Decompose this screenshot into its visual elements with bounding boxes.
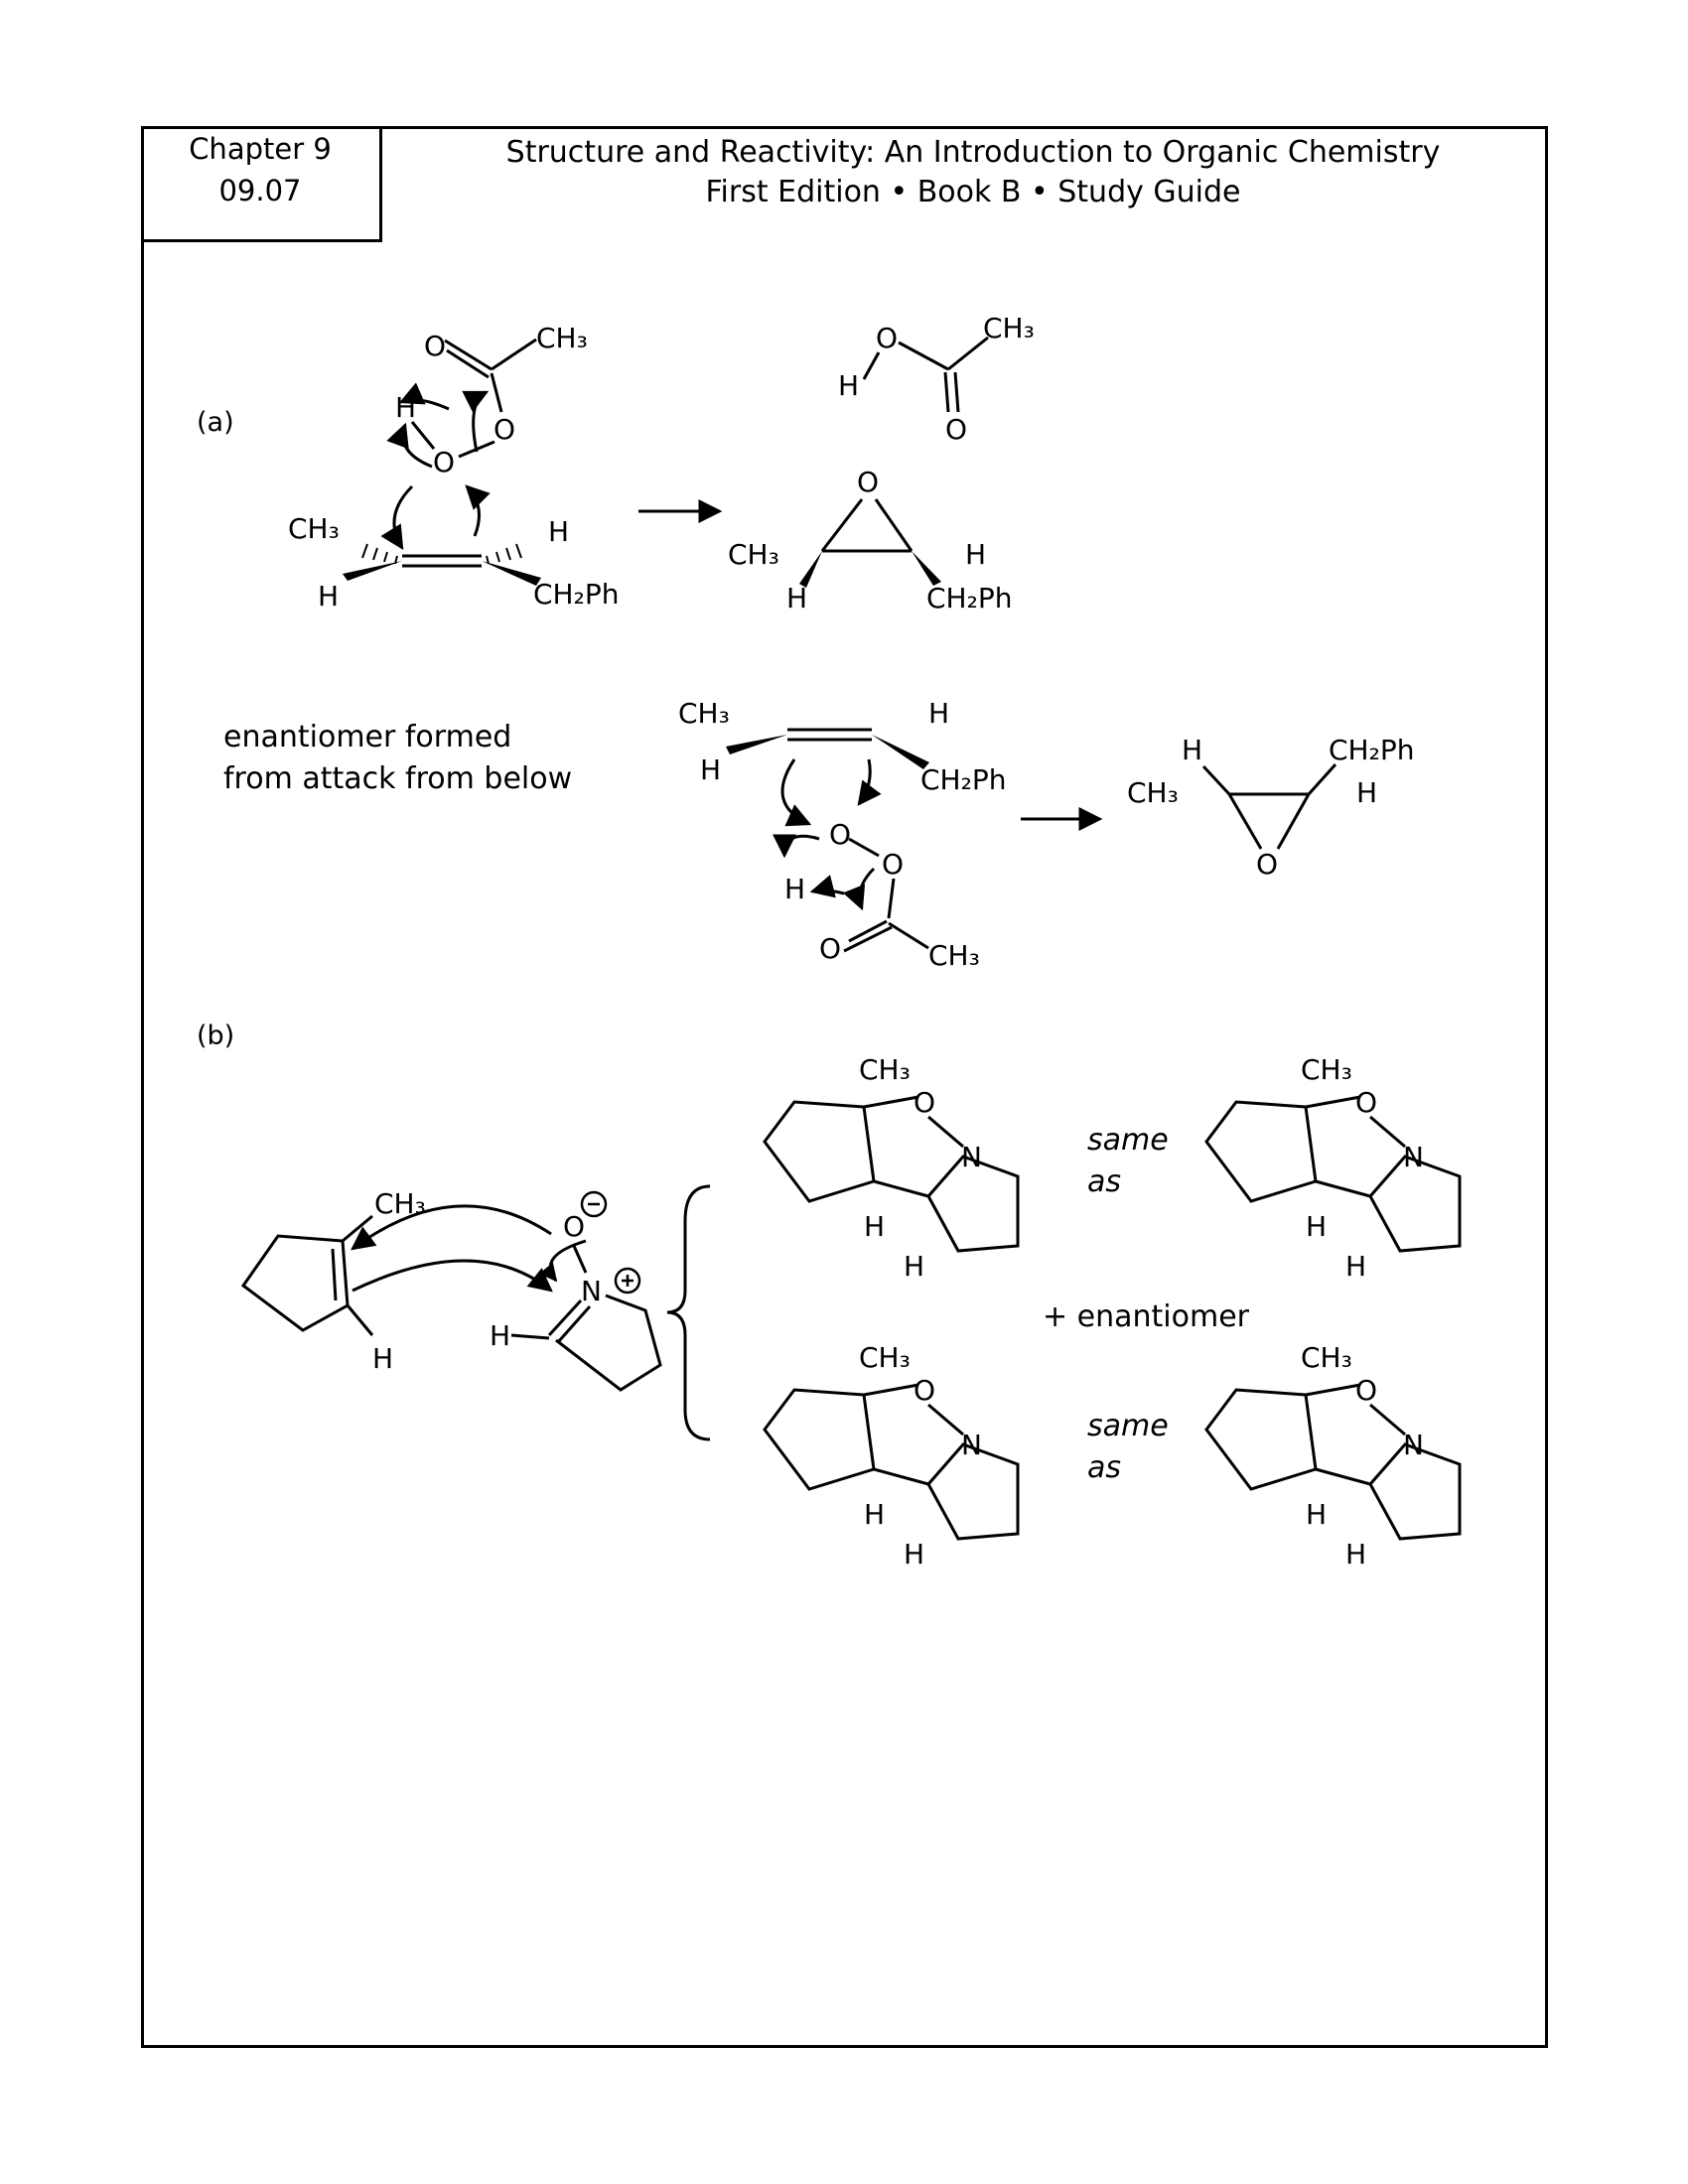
svg-text:H: H	[904, 1538, 924, 1570]
acetic-acid-product: O CH₃ H O	[838, 312, 1035, 446]
svg-text:H: H	[928, 697, 949, 730]
svg-text:CH₃: CH₃	[983, 312, 1035, 344]
svg-text:O: O	[1355, 1086, 1377, 1119]
svg-text:H: H	[965, 538, 986, 571]
same-as-label-2: same as	[1087, 1409, 1169, 1485]
product-brace	[666, 1184, 711, 1441]
chapter-number: Chapter 9	[189, 132, 332, 166]
svg-text:CH₃: CH₃	[859, 1341, 911, 1374]
svg-text:H: H	[318, 580, 339, 613]
isoxazolidine-product-4: CH₃ O N H H	[1204, 1341, 1462, 1570]
svg-text:N: N	[1403, 1429, 1424, 1461]
svg-text:H: H	[1356, 776, 1377, 809]
section-number: 09.07	[218, 174, 302, 207]
svg-text:H: H	[1345, 1250, 1366, 1283]
svg-text:O: O	[857, 466, 879, 498]
part-b-label: (b)	[197, 1021, 235, 1051]
title-line-2: First Edition • Book B • Study Guide	[705, 175, 1241, 209]
svg-text:CH₃: CH₃	[1301, 1341, 1352, 1374]
epoxide-product-top: O CH₃ H H CH₂Ph	[728, 466, 1012, 614]
svg-text:CH₂Ph: CH₂Ph	[926, 582, 1012, 614]
svg-text:H: H	[372, 1342, 393, 1375]
peracid-reactant: O CH₃ O O H	[380, 322, 588, 551]
svg-text:H: H	[864, 1498, 885, 1531]
svg-text:H: H	[904, 1250, 924, 1283]
svg-text:CH₂Ph: CH₂Ph	[533, 578, 619, 611]
svg-text:N: N	[961, 1429, 982, 1461]
svg-text:O: O	[829, 818, 851, 851]
svg-text:N: N	[581, 1275, 602, 1307]
svg-text:CH₃: CH₃	[928, 939, 980, 972]
svg-text:H: H	[784, 873, 805, 905]
svg-text:CH₃: CH₃	[728, 538, 779, 571]
svg-text:N: N	[1403, 1141, 1424, 1173]
nitrone-reactant: O N H	[351, 1190, 662, 1392]
svg-text:O: O	[433, 446, 455, 478]
svg-text:H: H	[838, 369, 859, 402]
svg-text:CH₃: CH₃	[1127, 776, 1179, 809]
svg-text:O: O	[1355, 1374, 1377, 1407]
isoxazolidine-product-1: CH₃ O N H H	[763, 1053, 1020, 1283]
part-a-label: (a)	[197, 407, 234, 438]
isoxazolidine-product-2: CH₃ O N H H	[1204, 1053, 1462, 1283]
title-line-1: Structure and Reactivity: An Introductio…	[505, 135, 1441, 170]
svg-text:H: H	[395, 391, 416, 424]
svg-text:CH₃: CH₃	[288, 512, 340, 545]
enantiomer-note-line-1: enantiomer formed	[223, 720, 512, 754]
svg-text:O: O	[914, 1374, 935, 1407]
svg-text:O: O	[424, 330, 446, 362]
svg-text:H: H	[548, 515, 569, 548]
svg-text:O: O	[1256, 848, 1278, 881]
svg-text:H: H	[1306, 1498, 1327, 1531]
svg-text:H: H	[1182, 734, 1202, 766]
alkene-reactant-bottom: CH₃ H H CH₂Ph O O H O CH₃	[678, 697, 1006, 972]
svg-text:CH₃: CH₃	[678, 697, 730, 730]
svg-text:N: N	[961, 1141, 982, 1173]
svg-text:O: O	[914, 1086, 935, 1119]
page-frame	[141, 126, 1548, 2048]
svg-text:H: H	[786, 582, 807, 614]
alkene-reactant-top: CH₃ H H CH₂Ph	[288, 512, 619, 613]
methylcyclopentene-reactant: CH₃ H	[240, 1187, 426, 1375]
svg-text:CH₃: CH₃	[859, 1053, 911, 1086]
same-as-label-1: same as	[1087, 1123, 1169, 1199]
svg-text:O: O	[882, 848, 904, 881]
chapter-box: Chapter 9 09.07	[141, 126, 382, 242]
book-title: Structure and Reactivity: An Introductio…	[397, 133, 1549, 212]
svg-text:CH₂Ph: CH₂Ph	[920, 763, 1006, 796]
svg-text:H: H	[490, 1319, 510, 1352]
svg-text:H: H	[1345, 1538, 1366, 1570]
enantiomer-note: enantiomer formed from attack from below	[223, 717, 572, 800]
svg-text:H: H	[864, 1210, 885, 1243]
svg-text:O: O	[876, 322, 898, 354]
svg-text:CH₃: CH₃	[1301, 1053, 1352, 1086]
enantiomer-note-line-2: from attack from below	[223, 761, 573, 796]
svg-text:O: O	[819, 932, 841, 965]
svg-text:CH₃: CH₃	[536, 322, 588, 354]
svg-text:O: O	[945, 413, 967, 446]
svg-text:O: O	[563, 1210, 585, 1243]
svg-text:H: H	[700, 753, 721, 786]
epoxide-product-bottom: H CH₂Ph CH₃ H O	[1127, 734, 1414, 881]
svg-text:CH₂Ph: CH₂Ph	[1329, 734, 1414, 766]
isoxazolidine-product-3: CH₃ O N H H	[763, 1341, 1020, 1570]
plus-enantiomer-label: + enantiomer	[1043, 1299, 1250, 1334]
svg-text:O: O	[493, 413, 515, 446]
svg-text:H: H	[1306, 1210, 1327, 1243]
